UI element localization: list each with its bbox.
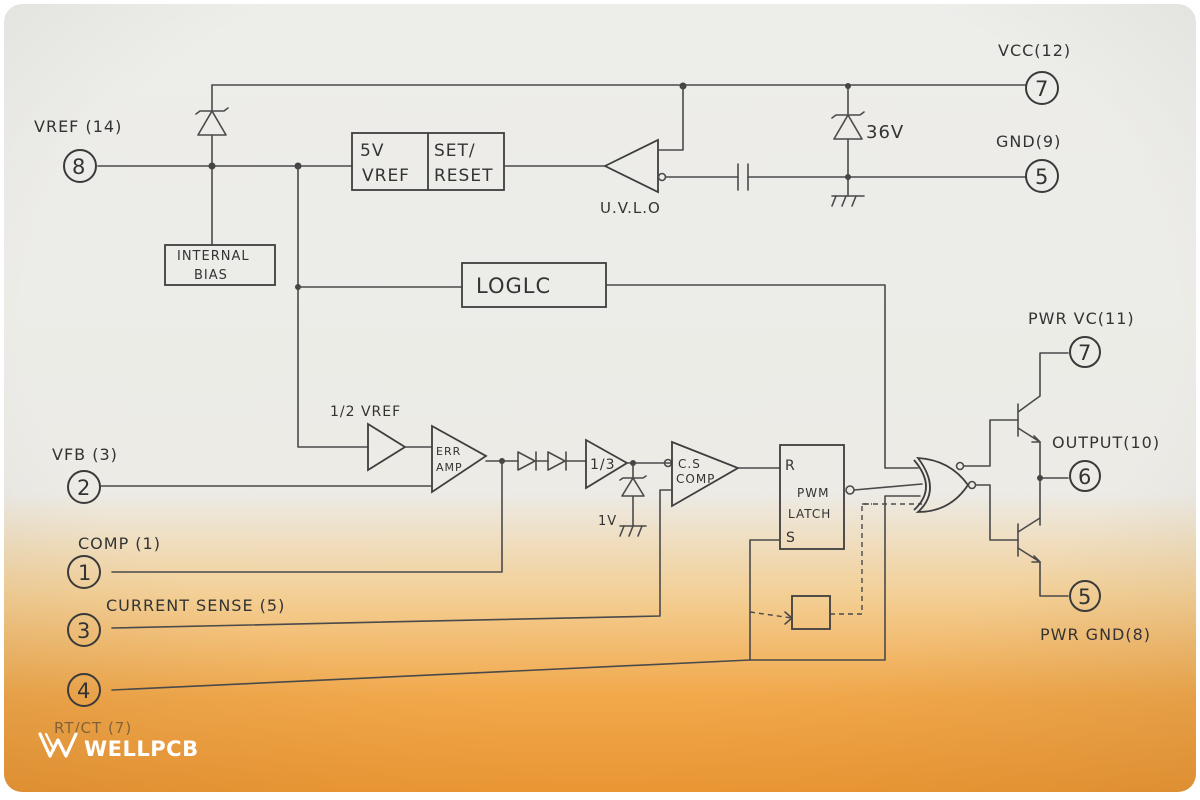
pin-vcc-label: VCC(12) <box>998 41 1071 60</box>
latch-r-label: R <box>785 458 796 474</box>
pwm-latch-label-2: LATCH <box>788 507 831 521</box>
svg-text:4: 4 <box>77 679 90 703</box>
pin-output: 6 OUTPUT(10) <box>1052 433 1160 492</box>
half-vref-buffer <box>367 422 407 472</box>
zener-36v-label: 36V <box>866 122 904 143</box>
wellpcb-logo-text: WELLPCB <box>84 737 199 761</box>
pin-pwr-vc-label: PWR VC(11) <box>1028 309 1135 328</box>
current-sense-comparator <box>671 440 741 508</box>
one-volt-label: 1V <box>598 514 617 529</box>
svg-text:7: 7 <box>1035 77 1048 101</box>
diode-1 <box>517 451 536 471</box>
pin-vref-label: VREF (14) <box>34 117 122 136</box>
svg-text:3: 3 <box>77 619 90 643</box>
svg-text:2: 2 <box>77 476 90 500</box>
pin-pwr-gnd-label: PWR GND(8) <box>1040 625 1151 644</box>
svg-text:6: 6 <box>1078 465 1091 489</box>
pin-comp-label: COMP (1) <box>78 534 161 553</box>
bias-label-2: BIAS <box>194 268 228 283</box>
pin-output-label: OUTPUT(10) <box>1052 433 1160 452</box>
pin-current-sense-label: CURRENT SENSE (5) <box>106 596 285 615</box>
vref5-label-1: 5V <box>360 141 384 161</box>
err-amp-label-2: AMP <box>436 461 463 474</box>
cs-comp-label-2: COMP <box>676 472 715 486</box>
pin-vref: 8 VREF (14) <box>34 117 122 183</box>
logic-label: LOGLC <box>476 274 551 298</box>
pin-vcc: 7 VCC(12) <box>998 41 1071 105</box>
cs-comp-label-1: C.S <box>678 457 701 471</box>
svg-text:5: 5 <box>1035 165 1048 189</box>
pin-rtct: 4 RT/CT (7) <box>54 673 132 737</box>
diode-2 <box>547 451 566 471</box>
pin-comp: 1 COMP (1) <box>67 534 161 589</box>
setreset-label-1: SET/ <box>434 141 476 161</box>
pin-pwr-vc: 7 PWR VC(11) <box>1028 309 1135 368</box>
svg-text:7: 7 <box>1078 341 1091 365</box>
pin-pwr-gnd: 5 PWR GND(8) <box>1040 580 1151 644</box>
pin-current-sense: 3 CURRENT SENSE (5) <box>67 596 285 647</box>
toggle-flip-flop <box>791 595 831 630</box>
pin-gnd: 5 GND(9) <box>996 132 1061 193</box>
bias-label-1: INTERNAL <box>177 249 250 264</box>
internal-bias-block <box>164 244 276 286</box>
pin-vfb-label: VFB (3) <box>52 445 118 464</box>
pwm-latch-label-1: PWM <box>797 486 829 500</box>
half-vref-label: 1/2 VREF <box>330 404 401 420</box>
uvlo-label: U.V.L.O <box>600 199 661 217</box>
vref5-label-2: VREF <box>362 166 410 186</box>
pwm-latch-block <box>779 444 845 550</box>
err-amp-label-1: ERR <box>436 445 461 458</box>
latch-s-label: S <box>786 530 796 546</box>
svg-text:1: 1 <box>78 561 91 585</box>
wellpcb-logo: WELLPCB <box>38 732 199 761</box>
wellpcb-logo-icon <box>38 732 78 758</box>
svg-text:5: 5 <box>1078 585 1091 609</box>
pin-vfb: 2 VFB (3) <box>52 445 118 504</box>
pin-gnd-label: GND(9) <box>996 132 1061 151</box>
one-third-label: 1/3 <box>590 457 616 473</box>
error-amplifier <box>431 424 488 494</box>
pin-rtct-label: RT/CT (7) <box>54 719 132 737</box>
uvlo-comparator <box>602 138 659 194</box>
output-nor-gate <box>915 456 970 513</box>
setreset-label-2: RESET <box>434 166 493 186</box>
svg-text:8: 8 <box>72 155 85 179</box>
one-third-divider <box>585 438 629 490</box>
